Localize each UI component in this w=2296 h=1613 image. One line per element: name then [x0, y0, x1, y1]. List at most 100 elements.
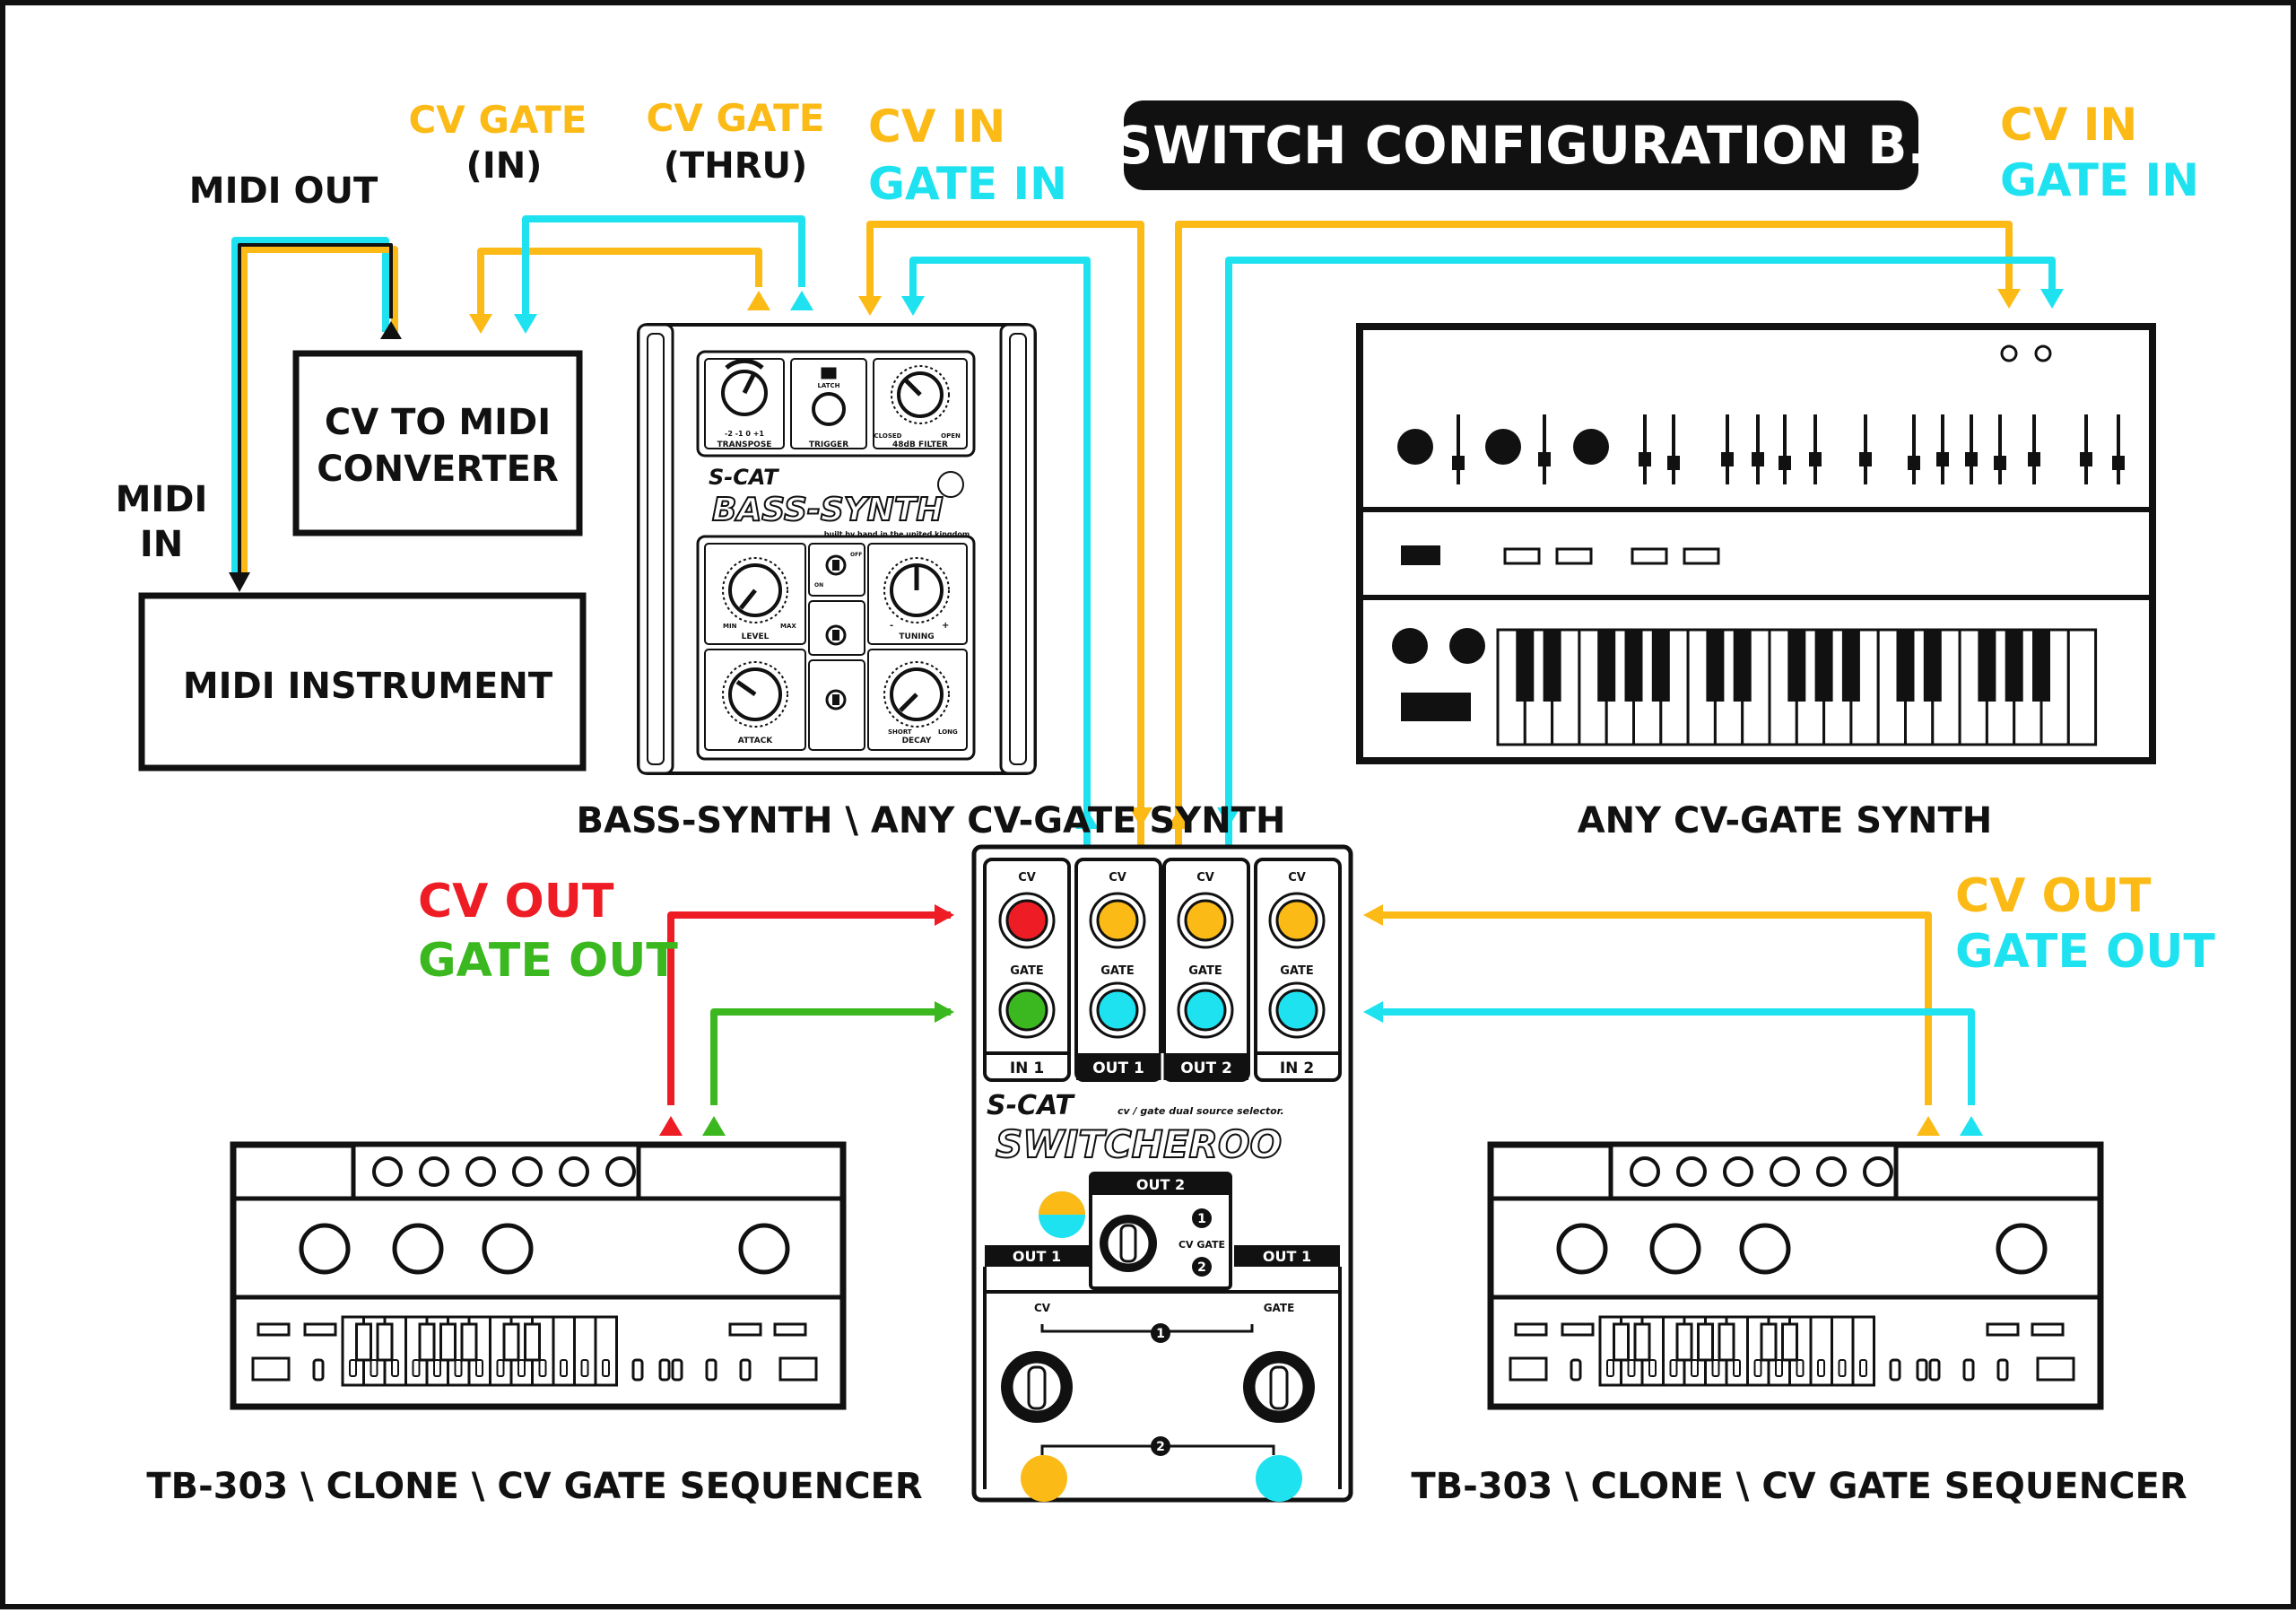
- led: [1816, 1156, 1847, 1187]
- synth-knob: [1573, 429, 1609, 465]
- svg-text:CV: CV: [1018, 871, 1036, 885]
- seq-button: [2036, 1356, 2075, 1382]
- seq-black-key: [1697, 1322, 1714, 1362]
- pitch-wheel-1[interactable]: [1392, 628, 1428, 664]
- seq-right-gate-arrow: [1960, 1116, 1983, 1136]
- synth-buttons: [1503, 547, 1720, 565]
- seq-button: [728, 1322, 762, 1337]
- out1-gate-jack[interactable]: [1096, 989, 1139, 1032]
- trigger-button[interactable]: [812, 392, 846, 426]
- seq-key-step: [454, 1359, 463, 1377]
- out2-gate-jack[interactable]: [1184, 989, 1227, 1032]
- out2-cv-jack[interactable]: [1184, 899, 1227, 942]
- seq-button: [1986, 1322, 2020, 1337]
- out2-toggle[interactable]: [1119, 1224, 1137, 1263]
- switcheroo-brand: S-CAT: [987, 1090, 1075, 1121]
- seq-knob: [1739, 1223, 1791, 1275]
- cv-gate-synth: [1356, 323, 2156, 764]
- in1-cv-jack[interactable]: [1005, 899, 1048, 942]
- svg-text:ATTACK: ATTACK: [738, 737, 774, 745]
- seq-key-step: [391, 1359, 399, 1377]
- svg-text:GATE: GATE: [1280, 964, 1313, 978]
- right-gate-in-arrow: [2040, 289, 2064, 309]
- seq-key: [1851, 1315, 1875, 1387]
- seq-black-key: [376, 1322, 394, 1362]
- seq-knob: [738, 1223, 790, 1275]
- pitch-wheel-2[interactable]: [1449, 628, 1485, 664]
- svg-text:LATCH: LATCH: [817, 382, 839, 389]
- midi-cable-cv: [240, 246, 398, 574]
- seq-step: [631, 1358, 644, 1382]
- svg-text:48dB FILTER: 48dB FILTER: [892, 440, 948, 449]
- cv-source-indicator: [1021, 1455, 1067, 1502]
- seq-step: [1916, 1358, 1928, 1382]
- in1-gate-jack[interactable]: [1005, 989, 1048, 1032]
- seq-right-caption: TB-303 \ CLONE \ CV GATE SEQUENCER: [1411, 1466, 2187, 1507]
- right-cv-in-label: CV IN: [2000, 99, 2137, 151]
- black-key: [2032, 630, 2050, 702]
- seq-knob: [482, 1223, 534, 1275]
- in2-cv-jack[interactable]: [1275, 899, 1318, 942]
- led: [605, 1156, 636, 1187]
- svg-text:CV GATE: CV GATE: [408, 98, 587, 142]
- led: [512, 1156, 543, 1187]
- svg-text:GATE: GATE: [1100, 964, 1134, 978]
- seq-button: [1509, 1356, 1548, 1382]
- seq-key-step: [1648, 1359, 1657, 1377]
- cvgate-thru-cv: CV: [646, 96, 703, 140]
- seq-key-step: [1838, 1359, 1847, 1377]
- in2-gate-jack[interactable]: [1275, 989, 1318, 1032]
- synth-slider-handle: [2080, 452, 2092, 466]
- bass-synth-caption: BASS-SYNTH \ ANY CV-GATE SYNTH: [577, 800, 1286, 841]
- svg-text:CV: CV: [1109, 871, 1126, 885]
- seq-step: [1570, 1358, 1582, 1382]
- page-title: SWITCH CONFIGURATION B.: [1116, 115, 1927, 176]
- cvgate-thru-gate: GATE: [716, 96, 824, 140]
- svg-text:OFF: OFF: [850, 552, 862, 558]
- cvgate-thru-cv-arrow: [747, 291, 770, 310]
- led: [372, 1156, 403, 1187]
- in1-cv-wire: [667, 911, 951, 1105]
- seq-black-key: [355, 1322, 372, 1362]
- svg-text:DECAY: DECAY: [902, 737, 932, 745]
- seq-button: [1561, 1322, 1595, 1337]
- svg-text:TUNING: TUNING: [899, 632, 934, 641]
- synth-slider-handle: [1667, 456, 1680, 470]
- led: [1863, 1156, 1893, 1187]
- seq-black-key: [1613, 1322, 1630, 1362]
- seq-black-key: [1781, 1322, 1798, 1362]
- seq-step: [739, 1358, 752, 1382]
- converter-label-2: CONVERTER: [317, 449, 559, 490]
- out1-cv-jack[interactable]: [1096, 899, 1139, 942]
- switcheroo: CV CV CV CV GATE GATE GATE GATE IN 1 OUT…: [971, 844, 1353, 1503]
- svg-text:TRANSPOSE: TRANSPOSE: [718, 440, 772, 449]
- svg-text:GATE: GATE: [1010, 964, 1043, 978]
- in2-cv-arrow: [1363, 904, 1383, 926]
- cv-to-midi-converter: CV TO MIDI CONVERTER: [292, 350, 583, 536]
- gate-source-toggle[interactable]: [1269, 1365, 1289, 1410]
- switcheroo-name: SWITCHEROO: [996, 1122, 1282, 1166]
- svg-text:LONG: LONG: [938, 728, 958, 736]
- in2-label: IN 2: [1280, 1059, 1314, 1077]
- left-gate-in-arrow: [901, 296, 925, 316]
- svg-text:-: -: [890, 621, 893, 631]
- synth-input-jack-cv[interactable]: [2000, 344, 2018, 362]
- seq-black-key: [418, 1322, 436, 1362]
- black-key: [1978, 630, 1996, 702]
- midi-instrument-label: MIDI INSTRUMENT: [183, 666, 553, 707]
- seq-black-key: [460, 1322, 478, 1362]
- svg-text:CV: CV: [1034, 1302, 1051, 1314]
- synth-knob: [1397, 429, 1433, 465]
- synth-input-jack-gate[interactable]: [2034, 344, 2052, 362]
- in2-gate-arrow: [1363, 1001, 1383, 1023]
- out1-label: OUT 1: [1092, 1059, 1144, 1077]
- seq-key-step: [370, 1359, 378, 1377]
- cvgate-thru-sub: (THRU): [664, 145, 808, 187]
- synth-slider-handle: [1639, 452, 1651, 466]
- cvgate-in-gate-arrow: [514, 314, 537, 334]
- svg-text:OUT 1: OUT 1: [1013, 1248, 1061, 1265]
- cv-source-toggle[interactable]: [1027, 1365, 1047, 1410]
- synth-slider-handle: [1994, 456, 2006, 470]
- svg-text:TRIGGER: TRIGGER: [809, 440, 848, 449]
- svg-text:CV: CV: [1196, 871, 1214, 885]
